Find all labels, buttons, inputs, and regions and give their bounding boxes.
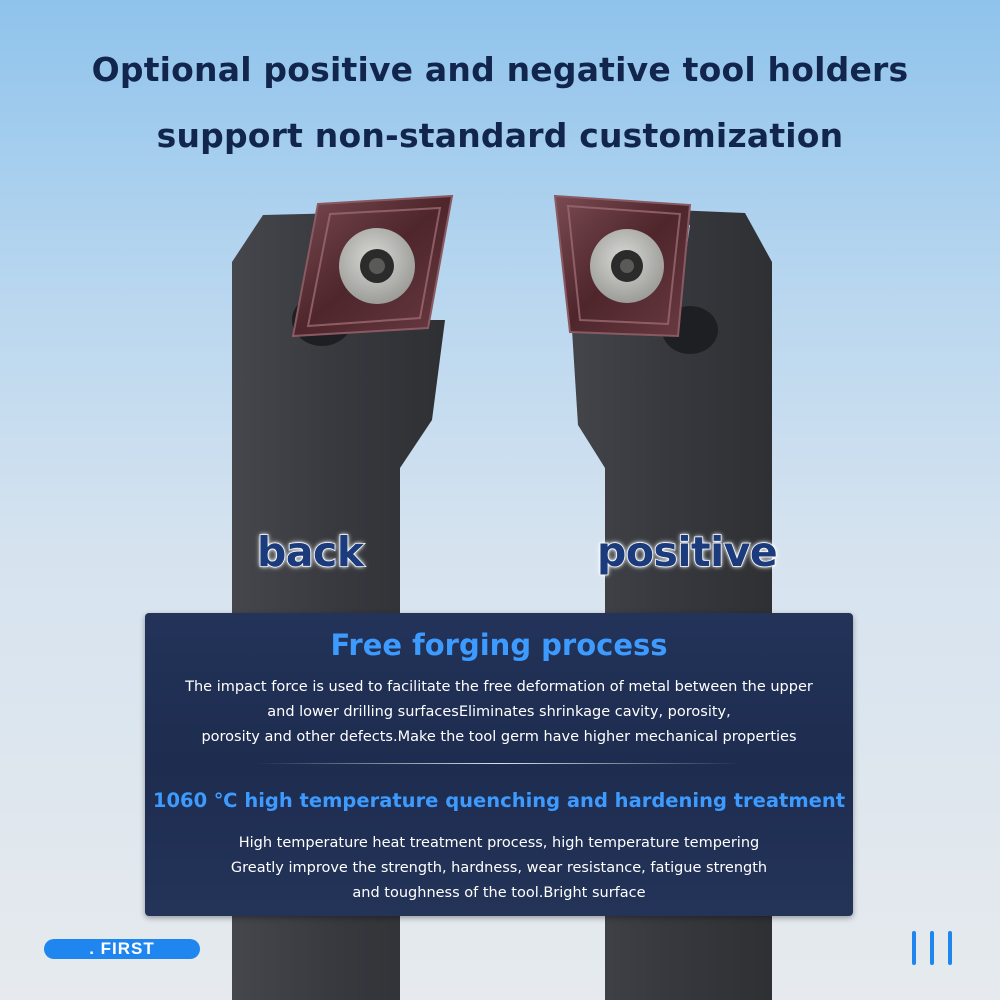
bar-3 [948,931,952,965]
brand-badge: . FIRST [44,939,200,959]
info-panel: Free forging process The impact force is… [145,613,853,916]
panel-subtitle: 1060 ℃ high temperature quenching and ha… [152,789,846,812]
panel-title: Free forging process [330,628,668,662]
panel-text-quenching: High temperature heat treatment process,… [145,831,853,906]
forging-line-2: and lower drilling surfacesEliminates sh… [267,704,731,720]
label-positive: positive [596,527,778,577]
quenching-line-2: Greatly improve the strength, hardness, … [230,860,768,876]
panel-divider [255,763,743,764]
panel-text-forging: The impact force is used to facilitate t… [145,675,853,750]
quenching-line-3: and toughness of the tool.Bright surface [352,885,646,901]
headline-line-1: Optional positive and negative tool hold… [91,50,909,89]
bar-2 [930,931,934,965]
insert-right [553,194,692,338]
three-vertical-bars-icon [910,931,954,965]
quenching-line-1: High temperature heat treatment process,… [238,835,760,851]
headline-line-2: support non-standard customization [156,116,844,155]
insert-left [291,194,454,338]
forging-line-3: porosity and other defects.Make the tool… [201,729,797,745]
label-back: back [256,527,365,577]
bar-1 [912,931,916,965]
forging-line-1: The impact force is used to facilitate t… [185,679,813,695]
